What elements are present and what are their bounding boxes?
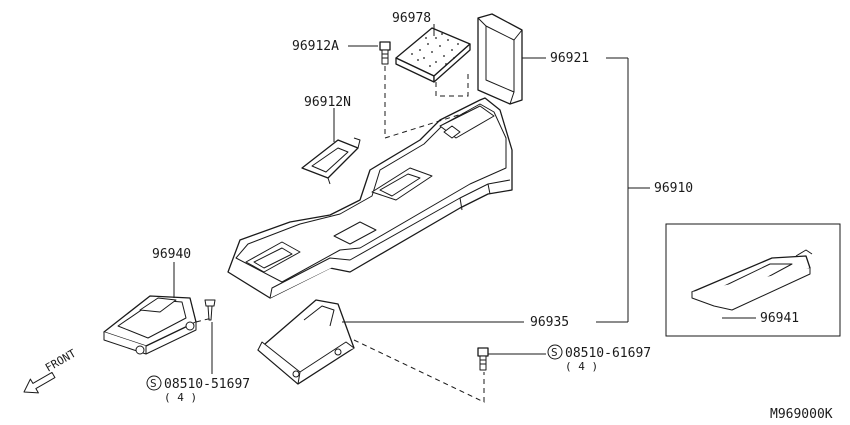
screw-2-circle: S <box>551 346 558 359</box>
storage-pad-96978 <box>395 27 471 83</box>
screw-callout-2: S 08510-61697 ( 4 ) <box>547 344 651 373</box>
screw-0851051697 <box>204 299 216 321</box>
screw-1-code: 08510-51697 <box>164 377 250 392</box>
finisher-96935 <box>257 299 355 385</box>
label-96941: 96941 <box>760 311 799 326</box>
screw-1-qty: ( 4 ) <box>164 391 197 404</box>
front-label: FRONT <box>43 347 79 375</box>
inset-box <box>665 223 841 337</box>
label-96940: 96940 <box>152 247 191 262</box>
shift-boot-96940 <box>103 295 197 355</box>
label-96978: 96978 <box>392 11 431 26</box>
label-96912A: 96912A <box>292 39 339 54</box>
screw-1-circle: S <box>150 377 157 390</box>
diagram-id: M969000K <box>770 407 833 422</box>
front-arrow-icon <box>23 371 56 394</box>
center-console-96910 <box>227 97 513 299</box>
label-96910: 96910 <box>654 181 693 196</box>
armrest-lid-96921 <box>477 13 523 105</box>
dashed-assembly-lines <box>195 66 485 403</box>
screw-2-code: 08510-61697 <box>565 346 651 361</box>
label-96921: 96921 <box>550 51 589 66</box>
screw-2-qty: ( 4 ) <box>565 360 598 373</box>
bolt-96912A <box>379 41 391 65</box>
label-96935: 96935 <box>530 315 569 330</box>
leader-lines <box>173 24 756 374</box>
screw-callout-1: S 08510-51697 ( 4 ) <box>146 375 250 404</box>
label-96912N: 96912N <box>304 95 351 110</box>
bolt-0851061697 <box>477 347 489 371</box>
bracket-96912N <box>301 137 361 185</box>
